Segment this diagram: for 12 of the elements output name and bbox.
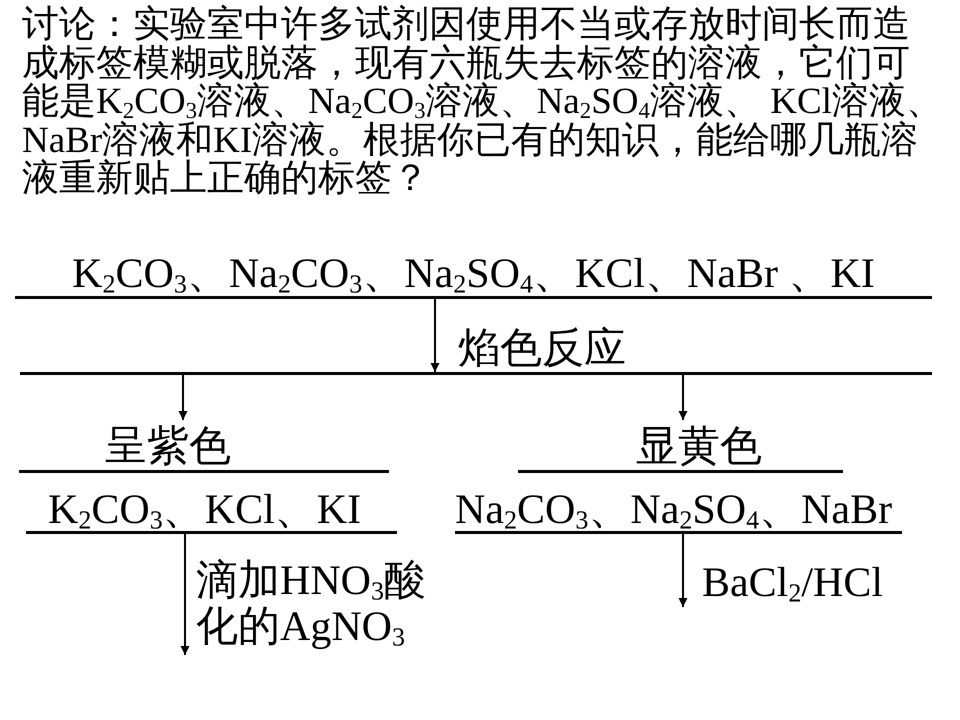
arrow [678,534,688,607]
arrow [180,534,190,655]
branch-line [20,372,932,375]
formula-list: K$_{2}$CO$_{3}$、Na$_{2}$CO$_{3}$、Na$_{2}$SO$_{4}$、KCl、NaBr 、KI [15,252,932,299]
arrow [430,299,440,372]
question-text: 讨论：实验室中许多试剂因使用不当或存放时间长而造成标签模糊或脱落，现有六瓶失去标签的溶液，它们可能是K$_{2}$CO$_{3}$溶液、Na$_{2}$CO$_{3}$溶液、Na$_{2}$SO$_{4}$溶液、 KCl溶液、NaBr溶液和KI溶液。根据你已有的知识，能给哪几瓶溶液重新贴上正确的标签？ [22,6,944,198]
result-label: 显黄色 [518,420,843,473]
result-label: 呈紫色 [19,420,389,473]
formula-list: K$_{2}$CO$_{3}$、KCl、KI [26,490,397,534]
arrow [178,375,188,420]
formula-list: Na$_{2}$CO$_{3}$、Na$_{2}$SO$_{4}$、NaBr [455,490,902,534]
arrow [678,375,688,420]
